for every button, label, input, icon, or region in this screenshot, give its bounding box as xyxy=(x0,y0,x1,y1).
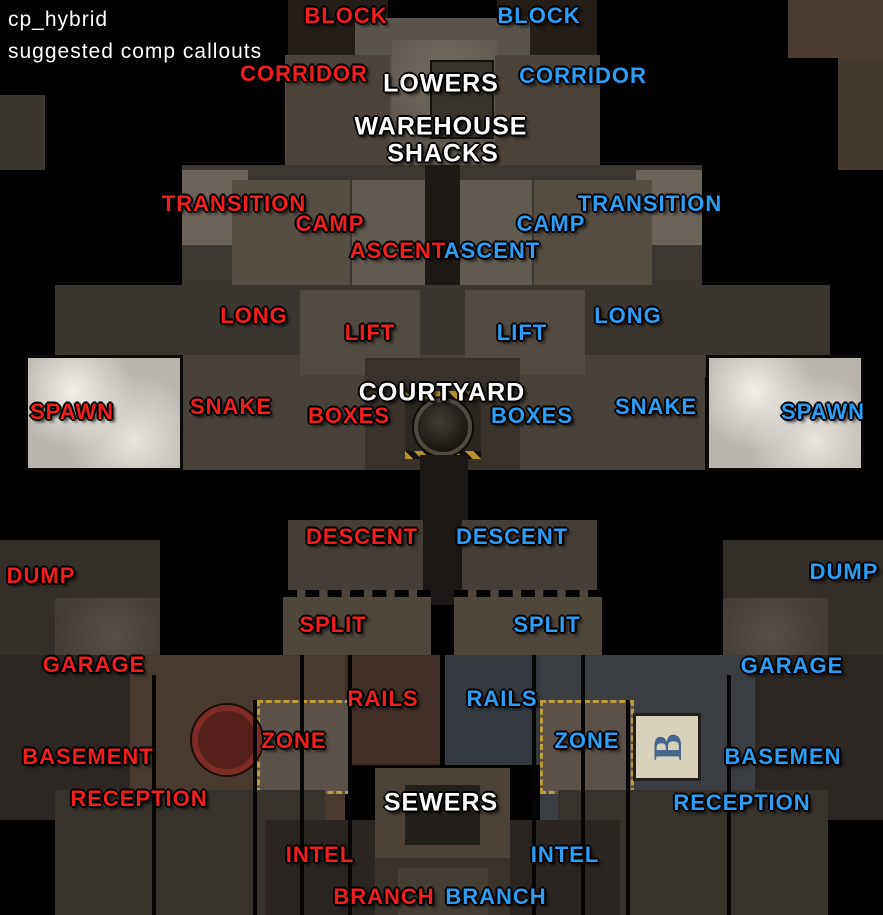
callout-courtyard-neutral: COURTYARD xyxy=(358,378,526,407)
callout-long-blu: LONG xyxy=(594,303,662,328)
callout-rails-blu: RAILS xyxy=(466,686,538,711)
callout-branch-red: BRANCH xyxy=(333,884,435,909)
callout-zone-blu: ZONE xyxy=(554,728,620,753)
callout-reception-red: RECEPTION xyxy=(70,786,208,811)
blu-team-logo: B xyxy=(633,713,701,781)
callout-lift-blu: LIFT xyxy=(496,320,548,345)
callout-block-red: BLOCK xyxy=(304,3,388,28)
blu-spawn-room xyxy=(706,355,864,471)
map-region xyxy=(232,180,350,285)
callout-descent-red: DESCENT xyxy=(305,524,419,549)
map-region xyxy=(495,55,600,167)
callout-ascent-red: ASCENT xyxy=(349,238,447,263)
callout-camp-blu: CAMP xyxy=(516,211,586,236)
map-region xyxy=(0,95,45,170)
map-region xyxy=(445,655,540,765)
callout-dump-red: DUMP xyxy=(6,563,76,588)
callout-transition-blu: TRANSITION xyxy=(577,191,723,216)
callout-corridor-red: CORRIDOR xyxy=(240,61,368,86)
rail-track xyxy=(300,655,304,915)
rail-track xyxy=(727,675,731,915)
rail-track xyxy=(581,655,585,915)
callout-spawn-red: SPAWN xyxy=(29,399,115,424)
callout-boxes-blu: BOXES xyxy=(490,403,574,428)
callout-branch-blu: BRANCH xyxy=(445,884,547,909)
rail-track xyxy=(152,675,156,915)
control-point-hazard-stripe xyxy=(405,391,481,399)
callout-intel-red: INTEL xyxy=(285,842,355,867)
callout-warehouse-neutral: WAREHOUSE xyxy=(354,112,528,141)
map-region xyxy=(285,55,390,167)
callout-ascent-blu: ASCENT xyxy=(443,238,541,263)
map-region xyxy=(425,165,460,285)
blu-zone-room xyxy=(540,700,634,794)
map-region xyxy=(398,868,488,915)
callout-lift-red: LIFT xyxy=(344,320,396,345)
map-region xyxy=(510,820,620,915)
map-subtitle: suggested comp callouts xyxy=(8,39,263,63)
map-region xyxy=(345,655,440,765)
map-region xyxy=(420,455,468,605)
callout-garage-blu: GARAGE xyxy=(740,653,844,678)
red-team-logo xyxy=(192,705,262,775)
red-spawn-room xyxy=(25,355,183,471)
rail-track xyxy=(532,655,536,915)
callout-sewers-neutral: SEWERS xyxy=(383,788,499,817)
callout-camp-red: CAMP xyxy=(295,211,365,236)
map-name: cp_hybrid xyxy=(8,8,109,31)
callout-snake-blu: SNAKE xyxy=(614,394,698,419)
callout-dump-blu: DUMP xyxy=(809,559,879,584)
callout-lowers-neutral: LOWERS xyxy=(383,69,499,98)
callout-boxes-red: BOXES xyxy=(307,403,391,428)
callout-snake-red: SNAKE xyxy=(189,394,273,419)
callout-shacks-neutral: SHACKS xyxy=(387,139,499,168)
callout-spawn-blu: SPAWN xyxy=(780,399,866,424)
callout-transition-red: TRANSITION xyxy=(161,191,307,216)
callout-basemen-blu: BASEMEN xyxy=(724,744,842,769)
callout-long-red: LONG xyxy=(220,303,288,328)
callout-split-blu: SPLIT xyxy=(513,612,581,637)
map-title: cp_hybrid suggested comp callouts xyxy=(8,4,262,67)
map-region xyxy=(788,0,883,58)
callout-reception-blu: RECEPTION xyxy=(673,790,811,815)
rail-track xyxy=(626,700,630,915)
map-region xyxy=(405,785,480,845)
callout-block-blu: BLOCK xyxy=(497,3,581,28)
callout-corridor-blu: CORRIDOR xyxy=(519,63,647,88)
callout-rails-red: RAILS xyxy=(347,686,419,711)
map-region xyxy=(430,60,494,139)
callout-split-red: SPLIT xyxy=(299,612,367,637)
callout-garage-red: GARAGE xyxy=(42,652,146,677)
callout-zone-red: ZONE xyxy=(261,728,327,753)
map-region xyxy=(265,820,375,915)
rail-track xyxy=(348,655,352,915)
map-region xyxy=(534,180,652,285)
rail-track xyxy=(253,700,257,915)
map-region xyxy=(838,58,883,170)
callout-descent-blu: DESCENT xyxy=(455,524,569,549)
callout-intel-blu: INTEL xyxy=(530,842,600,867)
callout-basement-red: BASEMENT xyxy=(22,744,154,769)
control-point-cap xyxy=(414,398,472,456)
